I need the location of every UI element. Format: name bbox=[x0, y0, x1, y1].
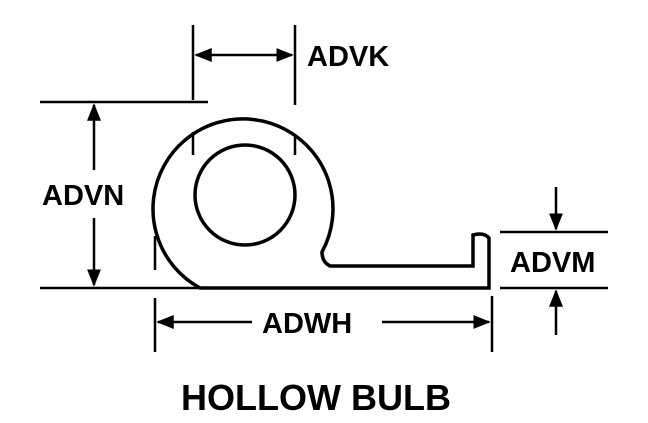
dimension-advm: ADVM bbox=[500, 187, 608, 335]
label-advn: ADVN bbox=[42, 180, 124, 212]
label-advk: ADVK bbox=[307, 41, 389, 73]
dimension-advn: ADVN bbox=[40, 100, 208, 290]
label-adwh: ADWH bbox=[262, 308, 352, 340]
dimension-advk: ADVK bbox=[191, 25, 389, 155]
bulb-hollow bbox=[193, 143, 297, 247]
seal-profile-outline bbox=[151, 117, 491, 290]
diagram-caption: HOLLOW BULB bbox=[181, 377, 451, 418]
label-advm: ADVM bbox=[510, 247, 595, 279]
dimension-adwh: ADWH bbox=[153, 236, 494, 352]
